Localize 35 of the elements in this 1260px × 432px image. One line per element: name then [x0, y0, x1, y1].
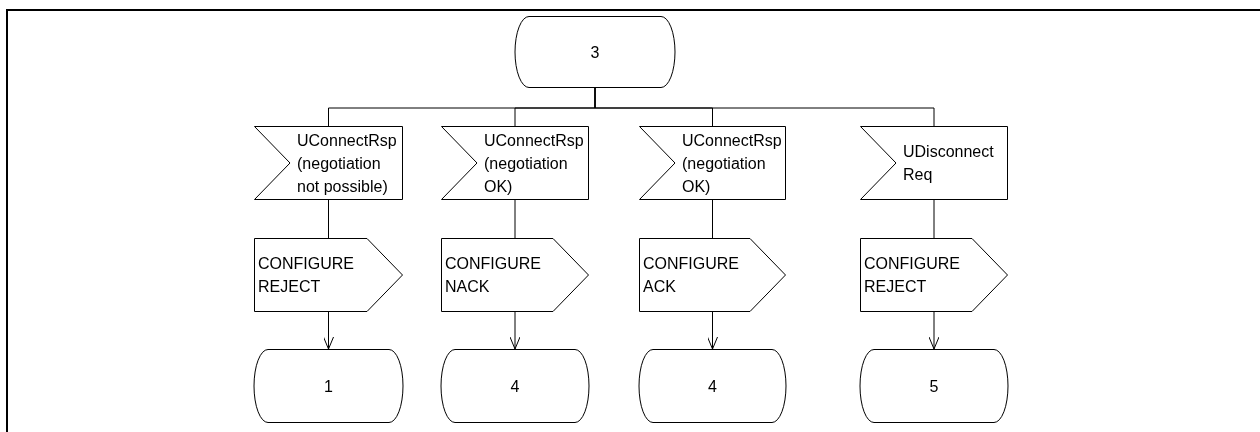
- node-label: CONFIGURE REJECT: [864, 254, 961, 297]
- state-shape: [515, 16, 675, 88]
- connector-line: [328, 199, 329, 239]
- input-signal-shape: [639, 126, 786, 200]
- input-signal-shape: [441, 126, 589, 200]
- state-shape: [860, 349, 1008, 423]
- state-shape: [639, 349, 786, 423]
- node-label: 4: [708, 376, 717, 397]
- output-signal-shape: [254, 238, 403, 312]
- state-shape: [254, 349, 403, 423]
- node-label: CONFIGURE NACK: [445, 254, 542, 297]
- node-label: UConnectRsp (negotiation OK): [484, 130, 585, 197]
- input-signal-shape: [860, 126, 1008, 200]
- node-label: 3: [590, 42, 600, 63]
- node-label: CONFIGURE ACK: [643, 254, 740, 297]
- connector-line: [594, 87, 935, 127]
- node-label: UConnectRsp (negotiation not possible): [297, 130, 398, 197]
- input-signal-shape: [254, 126, 403, 200]
- connector-line: [933, 199, 935, 239]
- arrow: [323, 311, 334, 350]
- output-signal-shape: [441, 238, 589, 312]
- node-label: 1: [324, 376, 333, 397]
- connector-line: [514, 199, 516, 239]
- connector-line: [712, 199, 713, 239]
- node-label: 5: [929, 376, 939, 397]
- arrow: [928, 311, 940, 350]
- arrow: [509, 311, 521, 350]
- node-label: UConnectRsp (negotiation OK): [682, 130, 783, 197]
- node-label: 4: [510, 376, 520, 397]
- node-label: UDisconnect Req: [903, 142, 995, 185]
- arrow: [707, 311, 718, 350]
- state-shape: [441, 349, 589, 423]
- output-signal-shape: [639, 238, 786, 312]
- output-signal-shape: [860, 238, 1008, 312]
- node-label: CONFIGURE REJECT: [258, 254, 355, 297]
